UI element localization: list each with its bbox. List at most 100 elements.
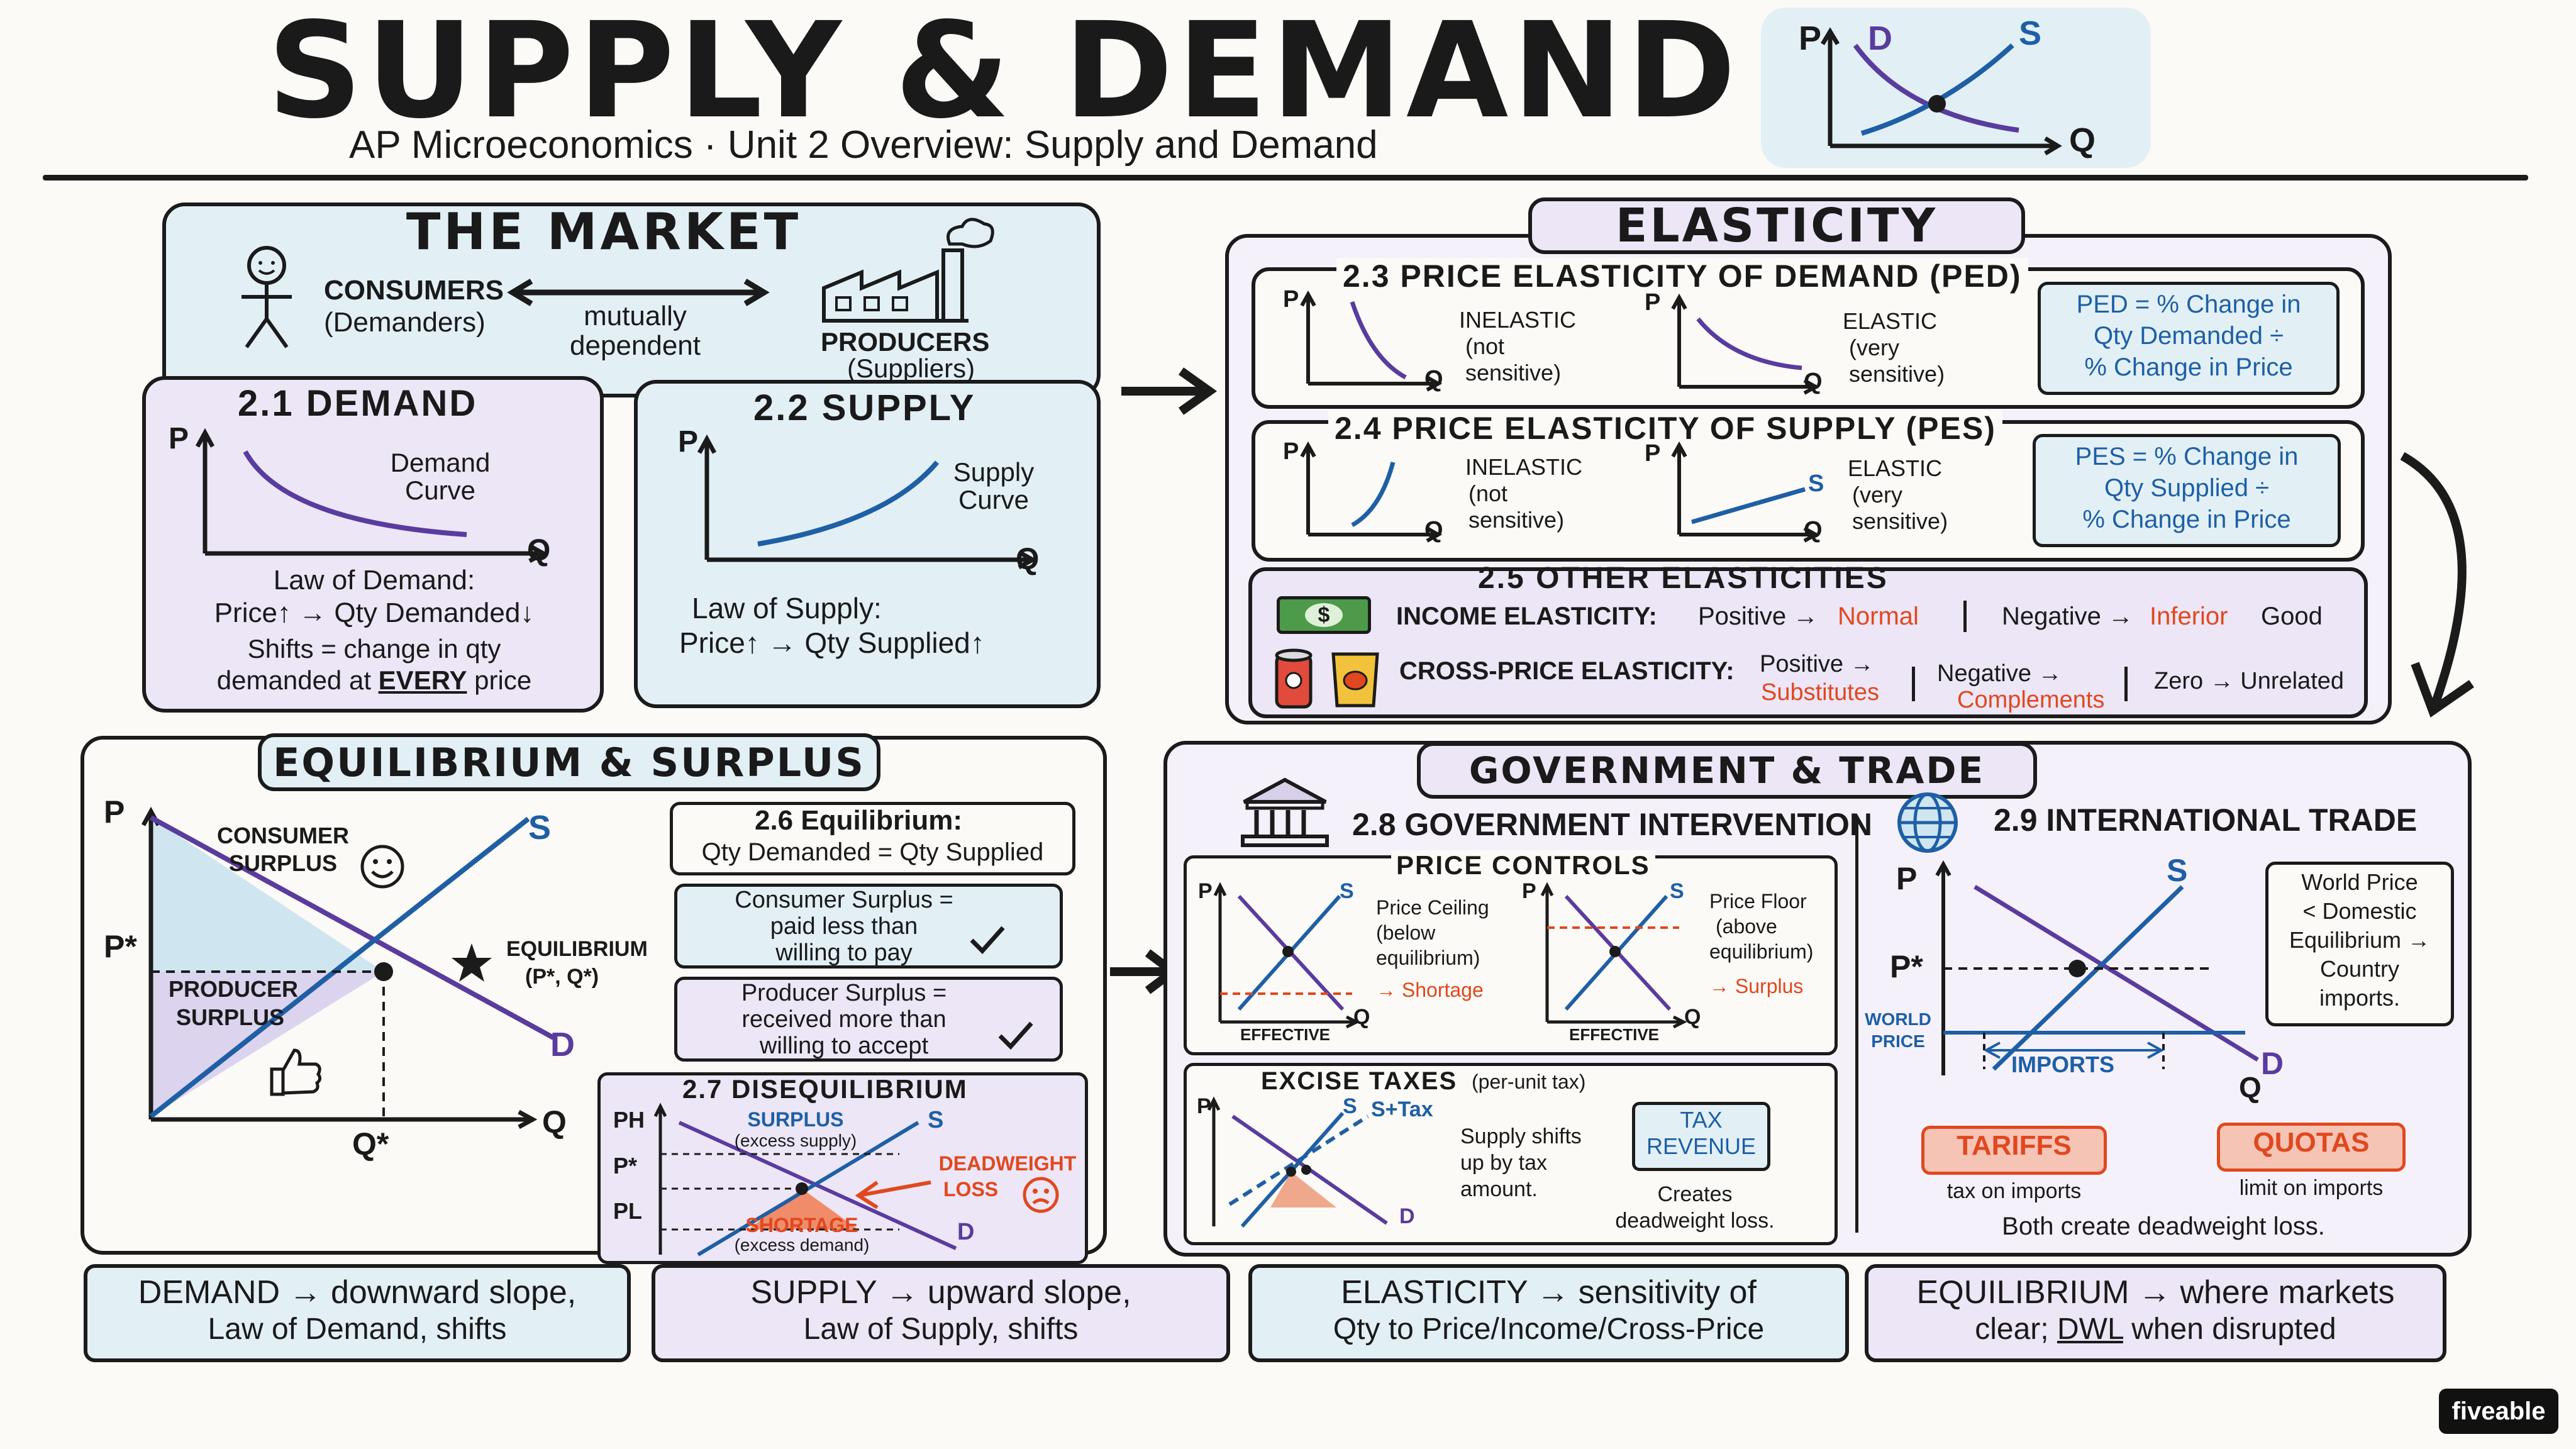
ps-def-3: willing to accept [759,1033,929,1059]
summary-equilibrium-2: clear; DWL when disrupted [1865,1312,2446,1346]
equilibrium-title: EQUILIBRIUM & SURPLUS [258,733,880,791]
price-controls-title: PRICE CONTROLS [1391,850,1655,880]
mini-q-label: Q [2069,121,2096,159]
ped-formula-3: % Change in Price [2084,353,2293,381]
title-divider [43,175,2528,180]
trade-graph [1935,860,2259,1075]
pes-formula-1: PES = % Change in [2075,443,2299,470]
floor-s: S [1670,879,1684,903]
excise-s-tax: S+Tax [1371,1097,1433,1121]
smiley-icon [360,845,404,889]
mini-graph-svg [1820,27,2062,156]
other-elasticities-title: 2.5 OTHER ELASTICITIES [1478,562,1889,595]
equilibrium-def-box [670,802,1075,875]
ped-elastic-label-1: ELASTIC [1843,308,1938,334]
government-building-icon [1241,777,1329,847]
law-of-demand-rule: Price↑ → Qty Demanded↓ [214,597,535,628]
ped-inelastic-q: Q [1424,366,1443,392]
tariffs-sub: tax on imports [1946,1179,2082,1203]
producers-label: PRODUCERS [821,327,990,357]
pes-inelastic-label-2: (not [1468,480,1508,506]
mutual-arrow-icon [507,279,770,306]
demand-shifts-2: demanded at EVERY price [157,665,591,696]
ceiling-effective: EFFECTIVE [1240,1025,1331,1044]
demand-line [150,815,555,1040]
income-good: Good [2261,602,2323,630]
summary-eq-2c: when disrupted [2123,1313,2336,1346]
soda-can-icon [1275,648,1313,709]
ps-def-1: Producer Surplus = [741,980,947,1006]
ped-inelastic-label-1: INELASTIC [1459,307,1577,333]
law-of-supply-rule: Price↑ → Qty Supplied↑ [679,626,985,659]
market-title: THE MARKET [406,203,802,261]
pes-formula-box [2033,434,2341,547]
supply-curve-label-1: Supply [953,457,1035,487]
ped-formula-box [2038,282,2340,395]
producers-sub: (Suppliers) [847,353,975,383]
ped-inelastic-p: P [1283,286,1299,313]
pes-elastic-label-1: ELASTIC [1848,455,1943,481]
ped-title: 2.3 PRICE ELASTICITY OF DEMAND (PED) [1336,258,2028,294]
chips-bag-icon [1331,652,1379,708]
pes-formula-2: Qty Supplied ÷ [2104,474,2270,502]
excise-title: EXCISE TAXES [1261,1067,1458,1095]
summary-eq-2a: clear; [1975,1313,2057,1346]
floor-effect: → Surplus [1709,975,1804,997]
ceiling-label-2: (below [1376,921,1436,944]
summary-supply-1: SUPPLY → upward slope, [750,1274,1131,1311]
cs-def-3: willing to pay [775,940,913,966]
income-normal: Normal [1838,602,1919,630]
consumer-surplus-label-1: CONSUMER [216,823,349,848]
summary-supply-2: Law of Supply, shifts [803,1313,1079,1346]
pes-inelastic-graph [1300,441,1443,543]
ped-elastic-graph [1671,293,1820,395]
tariffs-badge [1921,1126,2107,1175]
equilibrium-point-label-1: EQUILIBRIUM [506,937,648,961]
eq-axis-q: Q [542,1104,567,1140]
consumers-sub: (Demanders) [324,307,486,338]
cross-price-label: CROSS-PRICE ELASTICITY: [1399,657,1735,685]
header-mini-graph: P D S Q [1761,8,2151,168]
demand-axis-p: P [169,422,189,455]
quotas-label: QUOTAS [2253,1127,2370,1158]
law-of-supply-label: Law of Supply: [692,592,882,625]
supply-panel [634,380,1101,708]
cs-def-1: Consumer Surplus = [735,887,953,913]
summary-demand-2: Law of Demand, shifts [208,1313,507,1346]
arrow-to-elasticity-icon [1121,367,1218,415]
other-elasticities-panel [1248,567,2368,718]
excise-shift-3: amount. [1460,1177,1538,1201]
mini-s-label: S [2019,14,2042,52]
cross-substitutes: Substitutes [1761,679,1879,706]
cross-negative: Negative → [1937,660,2062,687]
demand-shifts-2a: demanded at [216,665,379,695]
excise-dwl-1: Creates [1657,1182,1733,1206]
trade-s: S [2167,853,2188,888]
floor-label-1: Price Floor [1709,890,1807,913]
trade-note-3: Equilibrium → [2289,927,2431,953]
excise-p: P [1197,1094,1211,1118]
government-intervention-title: 2.8 GOVERNMENT INTERVENTION [1352,807,1872,842]
ceiling-s: S [1340,879,1354,903]
pes-inelastic-label-1: INELASTIC [1465,454,1583,480]
thumbs-up-icon [270,1048,322,1096]
demand-graph [195,428,548,564]
demand-title: 2.1 DEMAND [238,383,478,424]
demand-shifts-1: Shifts = change in qty [247,634,501,663]
world-price-label-1: WORLD [1865,1009,1931,1029]
government-trade-title: GOVERNMENT & TRADE [1417,742,2037,799]
star-icon [452,943,492,982]
trade-pstar: P* [1890,949,1923,984]
producer-surplus-area [151,972,384,1116]
price-ceiling-graph [1213,882,1360,1029]
supply-axis-p: P [678,425,699,458]
demand-shifts-2c: price [467,665,532,695]
pes-elastic-q: Q [1804,517,1823,543]
eq-axis-p: P [104,794,125,830]
trade-both-dwl: Both create deadweight loss. [2002,1213,2325,1240]
producer-surplus-def-box [674,977,1063,1062]
ceiling-q: Q [1353,1005,1370,1029]
excise-taxes-box [1184,1063,1838,1245]
checkmark-icon [970,926,1005,955]
fiveable-logo-text: fiveable [2451,1397,2546,1425]
